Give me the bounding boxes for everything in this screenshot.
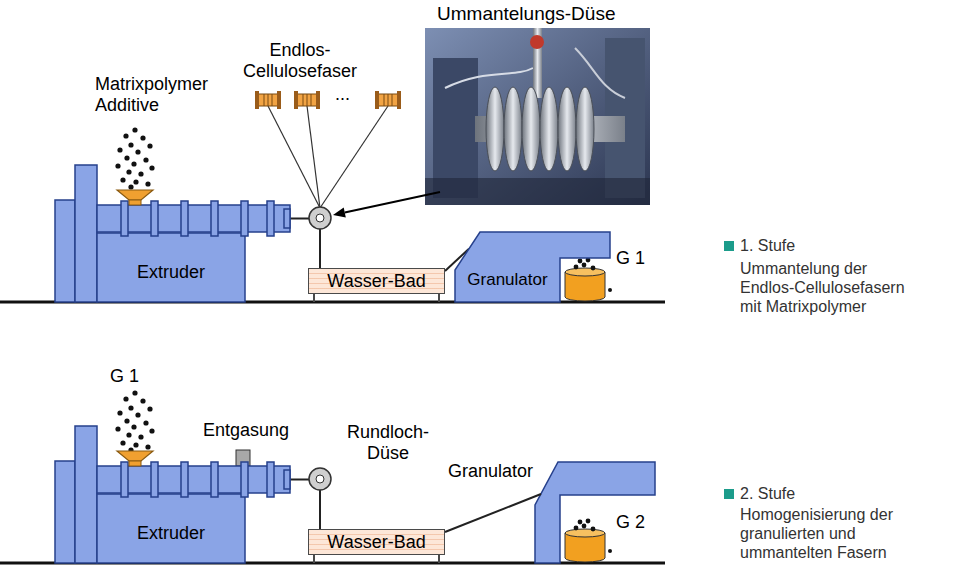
node-label: Wasser-Bad [327,532,425,553]
node-label: Extruder [97,523,245,544]
material-label: Matrixpolymer Additive [95,74,208,116]
label-holder: Matrixpolymer Additive [95,74,208,116]
label-holder: Granulator [448,461,533,482]
feed-granules [115,127,154,189]
product-label: G 2 [616,512,645,533]
fiber-spool [255,91,401,109]
bath-legs [314,294,439,563]
ground-line [0,302,665,563]
label-holder: Rundloch- Düse [347,422,429,464]
granulator-shape [455,230,560,302]
stage-heading: 1. Stufe [740,236,795,255]
product-bucket [565,258,612,301]
die-photo [425,28,650,205]
label-holder: Endlos- Cellulosefaser [243,40,357,82]
label-holder: Ummantelungs-Düse [437,3,615,25]
stage-description: Homogenisierung der granulierten und umm… [740,505,920,562]
granulator-machine: Granulator [455,230,560,302]
pointer-arrow [333,192,440,217]
water-bath: Wasser-Bad [308,529,445,555]
product-label: G 1 [616,248,645,269]
photo-caption: Ummantelungs-Düse [437,3,615,25]
label-holder: G 1 [110,366,139,387]
fiber-strands [268,106,388,208]
stage-heading: 2. Stufe [740,484,795,503]
label-holder: Homogenisierung der granulierten und umm… [740,505,920,562]
node-label: Extruder [97,262,245,283]
extruder-machine: Extruder [55,165,290,302]
node-label: Granulator [455,270,560,290]
label-holder: Ummantelung der Endlos-Cellulosefasern m… [740,259,920,316]
vent-label: Entgasung [203,420,289,441]
ellipsis-mark: ... [335,84,350,105]
extruder-machine: Extruder [55,426,290,563]
label-holder: 2. Stufe [740,484,795,503]
strand-line [445,494,541,532]
label-holder: 1. Stufe [740,236,795,255]
water-bath: Wasser-Bad [308,268,445,294]
bullet-square [724,241,734,499]
granulator-housing [535,462,655,563]
label-holder: G 1 [616,248,645,269]
machine-label: Granulator [448,461,533,482]
label-holder: Entgasung [203,420,289,441]
label-holder: G 2 [616,512,645,533]
product-bucket [565,519,612,562]
fiber-label: Endlos- Cellulosefaser [243,40,357,82]
stage-description: Ummantelung der Endlos-Cellulosefasern m… [740,259,920,316]
node-label: Wasser-Bad [327,271,425,292]
feed-granules [115,390,154,452]
die-label: Rundloch- Düse [347,422,429,464]
feed-label: G 1 [110,366,139,387]
label-holder: ... [335,84,350,105]
